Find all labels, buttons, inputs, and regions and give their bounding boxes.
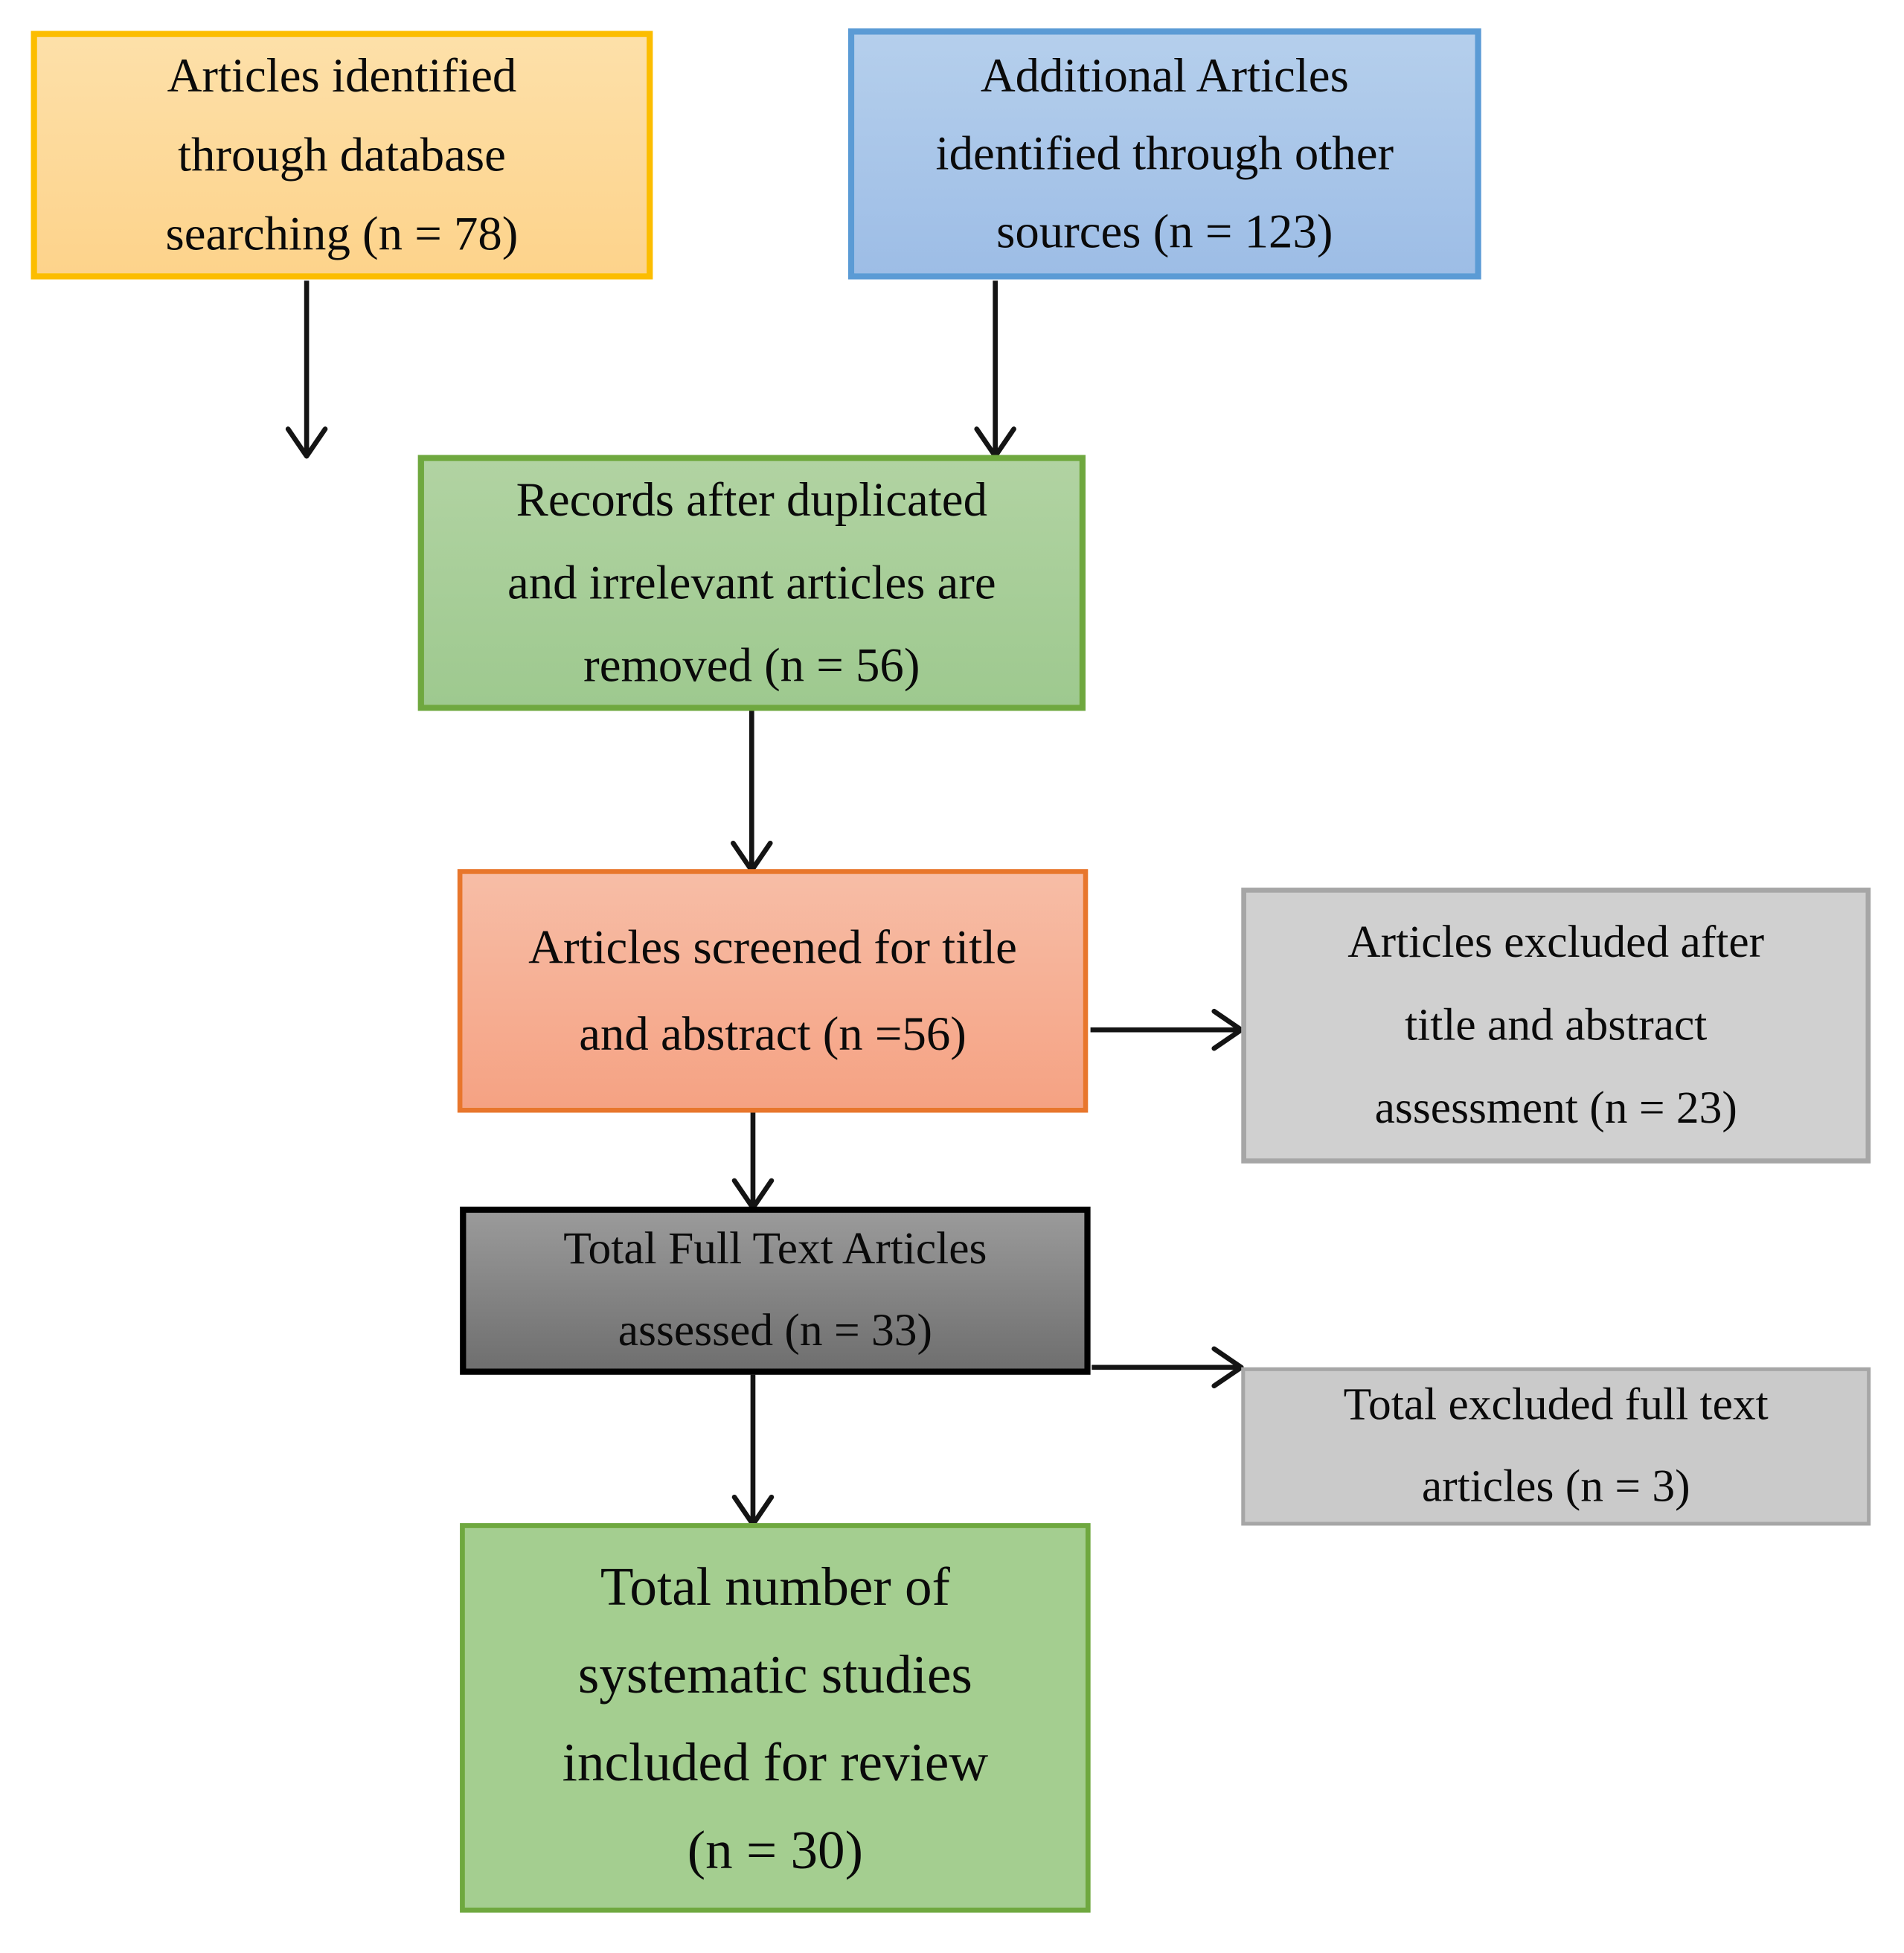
node-excluded-fulltext-line-2: articles (n = 3) [1421,1461,1690,1513]
node-identified-other-sources[interactable]: Additional Articles identified through o… [847,28,1481,280]
node-identified-other-sources-line-2: identified through other [935,127,1394,181]
node-screened-title-abstract-line-1: Articles screened for title [528,920,1017,974]
node-included-review[interactable]: Total number of systematic studies inclu… [460,1523,1091,1913]
node-identified-database-line-3: searching (n = 78) [165,207,519,260]
node-included-review-line-1: Total number of [600,1556,950,1617]
node-fulltext-assessed-line-2: assessed (n = 33) [618,1305,933,1356]
node-excluded-title-abstract-line-1: Articles excluded after [1347,917,1765,969]
node-included-review-line-4: (n = 30) [687,1819,863,1880]
node-records-after-duplicates-line-1: Records after duplicated [516,473,987,527]
node-identified-other-sources-line-1: Additional Articles [980,49,1349,103]
node-fulltext-assessed-line-1: Total Full Text Articles [563,1224,987,1275]
node-identified-database-line-1: Articles identified [167,48,517,103]
node-excluded-title-abstract-line-3: assessment (n = 23) [1374,1083,1737,1134]
node-identified-other-sources-line-3: sources (n = 123) [996,205,1333,259]
node-screened-title-abstract-line-2: and abstract (n =56) [579,1007,967,1060]
node-excluded-fulltext[interactable]: Total excluded full text articles (n = 3… [1241,1367,1871,1526]
node-included-review-line-2: systematic studies [577,1643,972,1705]
node-screened-title-abstract[interactable]: Articles screened for title and abstract… [457,869,1089,1113]
node-included-review-line-3: included for review [562,1731,989,1792]
node-excluded-fulltext-line-1: Total excluded full text [1343,1379,1769,1431]
node-fulltext-assessed[interactable]: Total Full Text Articles assessed (n = 3… [460,1206,1091,1375]
node-records-after-duplicates-line-3: removed (n = 56) [583,639,920,693]
node-records-after-duplicates-line-2: and irrelevant articles are [507,556,996,610]
node-excluded-title-abstract-line-2: title and abstract [1405,1000,1708,1051]
node-identified-database-line-2: through database [177,127,506,182]
node-excluded-title-abstract[interactable]: Articles excluded after title and abstra… [1241,888,1871,1164]
node-records-after-duplicates[interactable]: Records after duplicated and irrelevant … [417,455,1086,711]
node-identified-database[interactable]: Articles identified through database sea… [31,31,653,280]
